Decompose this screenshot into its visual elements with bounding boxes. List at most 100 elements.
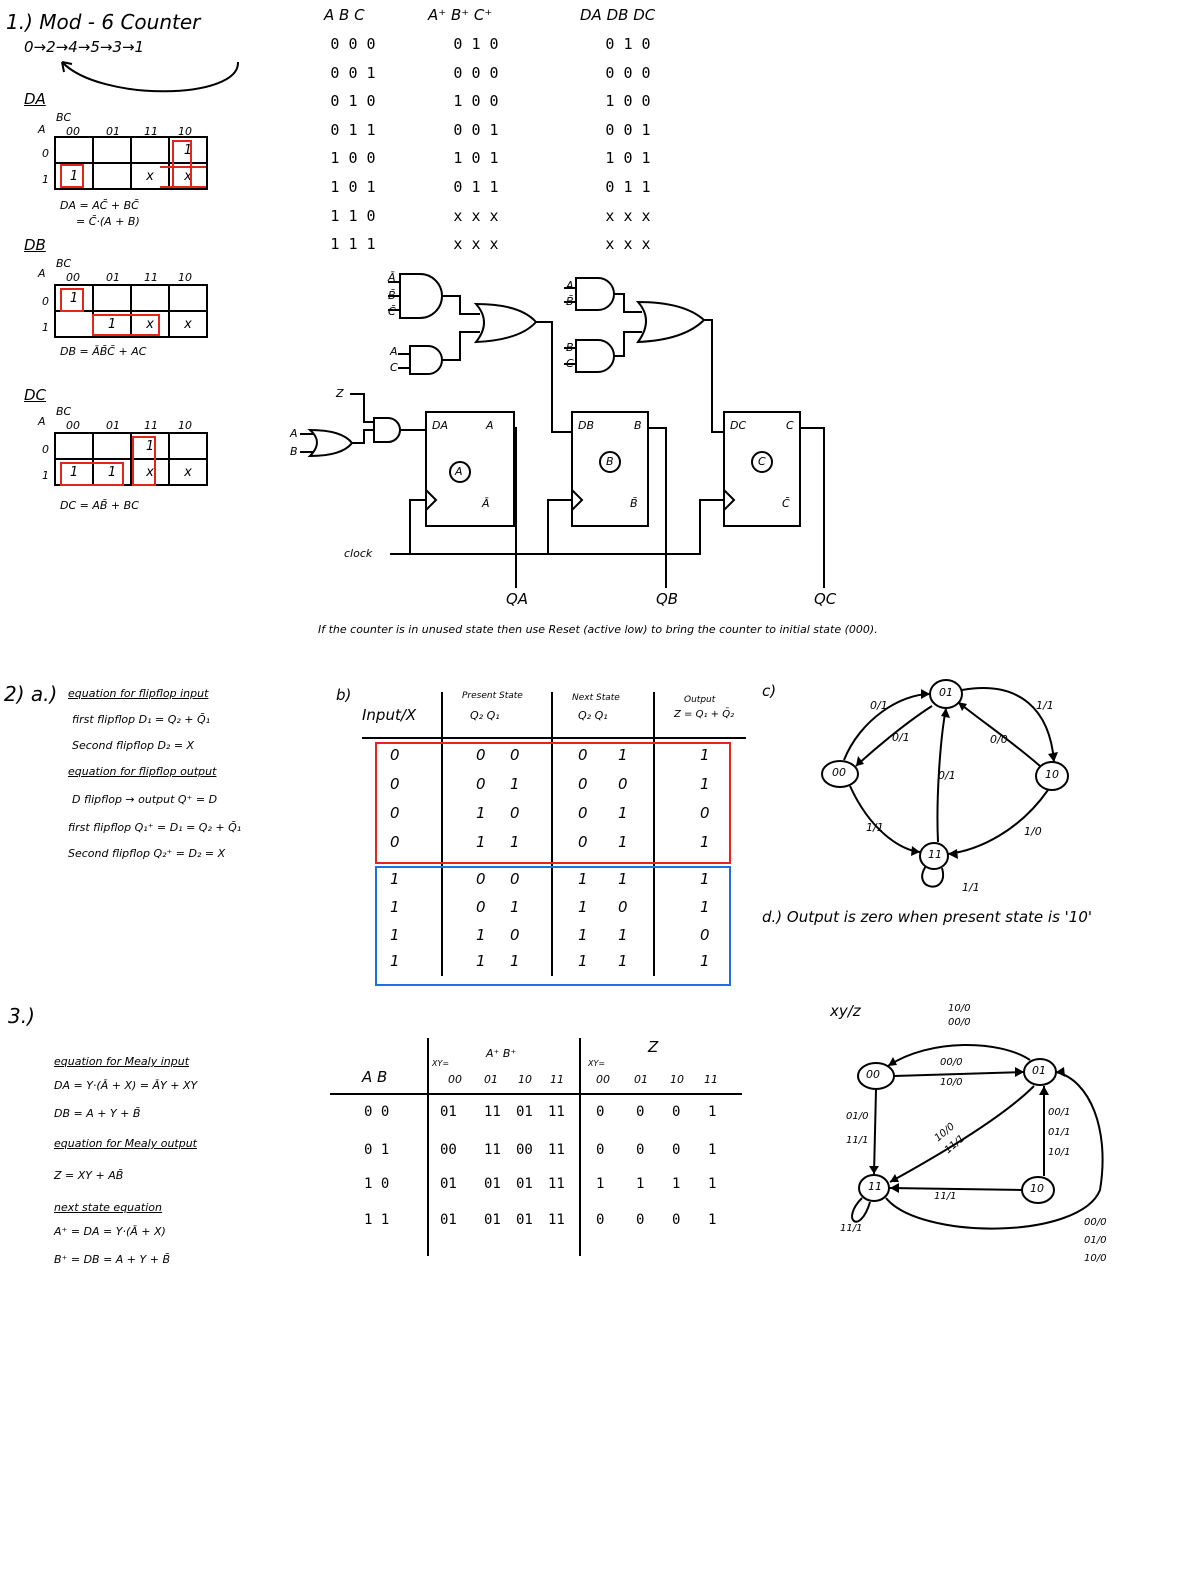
- t2-cell: 1: [510, 952, 520, 970]
- truth-col-abc: 0 0 0 0 0 1 0 1 0 0 1 1 1 0 0 1 0 1 1 1 …: [318, 30, 388, 259]
- truth-cell: 1 0 0: [426, 87, 526, 116]
- or-gate: [310, 430, 352, 456]
- and-gate: [410, 346, 442, 374]
- t2-cell: 1: [700, 952, 710, 970]
- t3-cell: 0: [636, 1142, 644, 1158]
- truth-cell: 1 0 1: [318, 173, 388, 202]
- p2-d-answer: d.) Output is zero when present state is…: [762, 910, 1092, 925]
- edge-label: 00/0: [1084, 1218, 1106, 1228]
- t2-cell: 0: [390, 833, 400, 851]
- t3-cell: 1 1: [364, 1212, 389, 1228]
- kmap-cell: x: [169, 311, 207, 337]
- t2-cell: 1: [618, 833, 628, 851]
- ff-qn-label: C̄: [782, 498, 790, 509]
- t2-cell: 0: [510, 926, 520, 944]
- kmap-dc-row: 0: [42, 444, 49, 455]
- p3-line: A⁺ = DA = Y·(Ā + X): [54, 1226, 166, 1237]
- truth-cell: 0 0 1: [426, 116, 526, 145]
- t2-cell: 0: [510, 804, 520, 822]
- ff-q-label: C: [786, 420, 794, 431]
- t2-cell: 1: [476, 833, 486, 851]
- p1-title: 1.) Mod - 6 Counter: [6, 12, 200, 32]
- t2-cell: 0: [510, 870, 520, 888]
- gate-input-label: C: [566, 358, 574, 369]
- t2-cell: 0: [618, 775, 628, 793]
- t3-cell: 11: [548, 1176, 565, 1192]
- t3-cell: 01: [484, 1212, 501, 1228]
- kmap-cell: x: [169, 459, 207, 485]
- t3-cell: 0: [596, 1212, 604, 1228]
- kmap-db-row: 1: [42, 322, 49, 333]
- t3-cell: 01: [484, 1176, 501, 1192]
- ff-d-label: DA: [432, 420, 448, 431]
- state-label: 10: [1045, 769, 1059, 780]
- t2-cell: 1: [700, 898, 710, 916]
- truth-cell: 1 0 1: [578, 144, 678, 173]
- output-qb: QB: [656, 592, 678, 607]
- t2-cell: 1: [390, 952, 400, 970]
- t3-cell: 01: [440, 1176, 457, 1192]
- gate-input-label: A: [390, 346, 398, 357]
- gate-input-label: B̄: [566, 296, 574, 307]
- gate-input-label: A: [290, 428, 298, 439]
- truth-col-next: 0 1 0 0 0 0 1 0 0 0 0 1 1 0 1 0 1 1 x x …: [426, 30, 526, 259]
- truth-cell: x x x: [426, 202, 526, 231]
- edge-label: 0/1: [870, 700, 888, 711]
- t2-cell: 1: [618, 952, 628, 970]
- p2-c-label: c): [762, 684, 776, 699]
- ff-id-label: C: [758, 456, 766, 467]
- kmap-da-name: DA: [24, 92, 46, 107]
- truth-cell: 0 1 0: [578, 30, 678, 59]
- t3-cell: 1: [708, 1212, 716, 1228]
- t2-row: 011011: [378, 833, 738, 860]
- t3-cell: 01: [440, 1212, 457, 1228]
- p2-line: equation for flipflop input: [68, 688, 208, 699]
- state-label: 10: [1030, 1183, 1044, 1194]
- kmap-da-eq: DA = AC̄ + BC̄: [60, 200, 139, 211]
- kmap-group: [132, 436, 156, 486]
- edge-label: 11/1: [846, 1136, 868, 1146]
- t2-cell: 1: [700, 833, 710, 851]
- kmap-db-row: 0: [42, 296, 49, 307]
- kmap-group: [60, 288, 84, 312]
- truth-cell: 1 0 0: [578, 87, 678, 116]
- gate-input-label: B: [290, 446, 298, 457]
- and-gate: [576, 278, 614, 310]
- p2-line: first flipflop Q₁⁺ = D₁ = Q₂ + Q̄₁: [68, 822, 241, 833]
- and-gate: [400, 274, 442, 318]
- t3-head-ab: A B: [362, 1070, 387, 1085]
- p2-line: Second flipflop Q₂⁺ = D₂ = X: [68, 848, 225, 859]
- kmap-dc-a: A: [38, 416, 46, 427]
- t2-cell: 0: [578, 746, 588, 764]
- t2-cell: 0: [390, 804, 400, 822]
- kmap-cell: [169, 285, 207, 311]
- kmap-db-a: A: [38, 268, 46, 279]
- p3-line: DB = A + Y + B̄: [54, 1108, 140, 1119]
- t2-cell: 1: [510, 833, 520, 851]
- kmap-cell: [93, 163, 131, 189]
- truth-cell: 1 1 1: [318, 230, 388, 259]
- p2-line: D flipflop → output Q⁺ = D: [72, 794, 217, 805]
- t2-cell: 0: [390, 775, 400, 793]
- t3-col: 01: [634, 1074, 648, 1085]
- edge-label: 00/0: [940, 1058, 962, 1068]
- kmap-cell: [93, 137, 131, 163]
- edge-label: 10/0: [940, 1078, 962, 1088]
- clock-label: clock: [344, 548, 372, 559]
- t2-cell: 0: [390, 746, 400, 764]
- gate-input-label: B: [566, 342, 574, 353]
- kmap-db-name: DB: [24, 238, 46, 253]
- p3-line: equation for Mealy input: [54, 1056, 189, 1067]
- truth-cell: 0 1 0: [318, 87, 388, 116]
- kmap-group: [160, 166, 206, 188]
- kmap-cell: [55, 311, 93, 337]
- kmap-group: [60, 164, 84, 188]
- t3-cell: 1 0: [364, 1176, 389, 1192]
- counter-circuit: [280, 262, 880, 622]
- truth-header-d: DA DB DC: [580, 8, 655, 23]
- kmap-da-eq2: = C̄·(A + B): [76, 216, 140, 227]
- t3-cell: 11: [548, 1104, 565, 1120]
- kmap-da-row: 1: [42, 174, 49, 185]
- ff-q-label: B: [634, 420, 642, 431]
